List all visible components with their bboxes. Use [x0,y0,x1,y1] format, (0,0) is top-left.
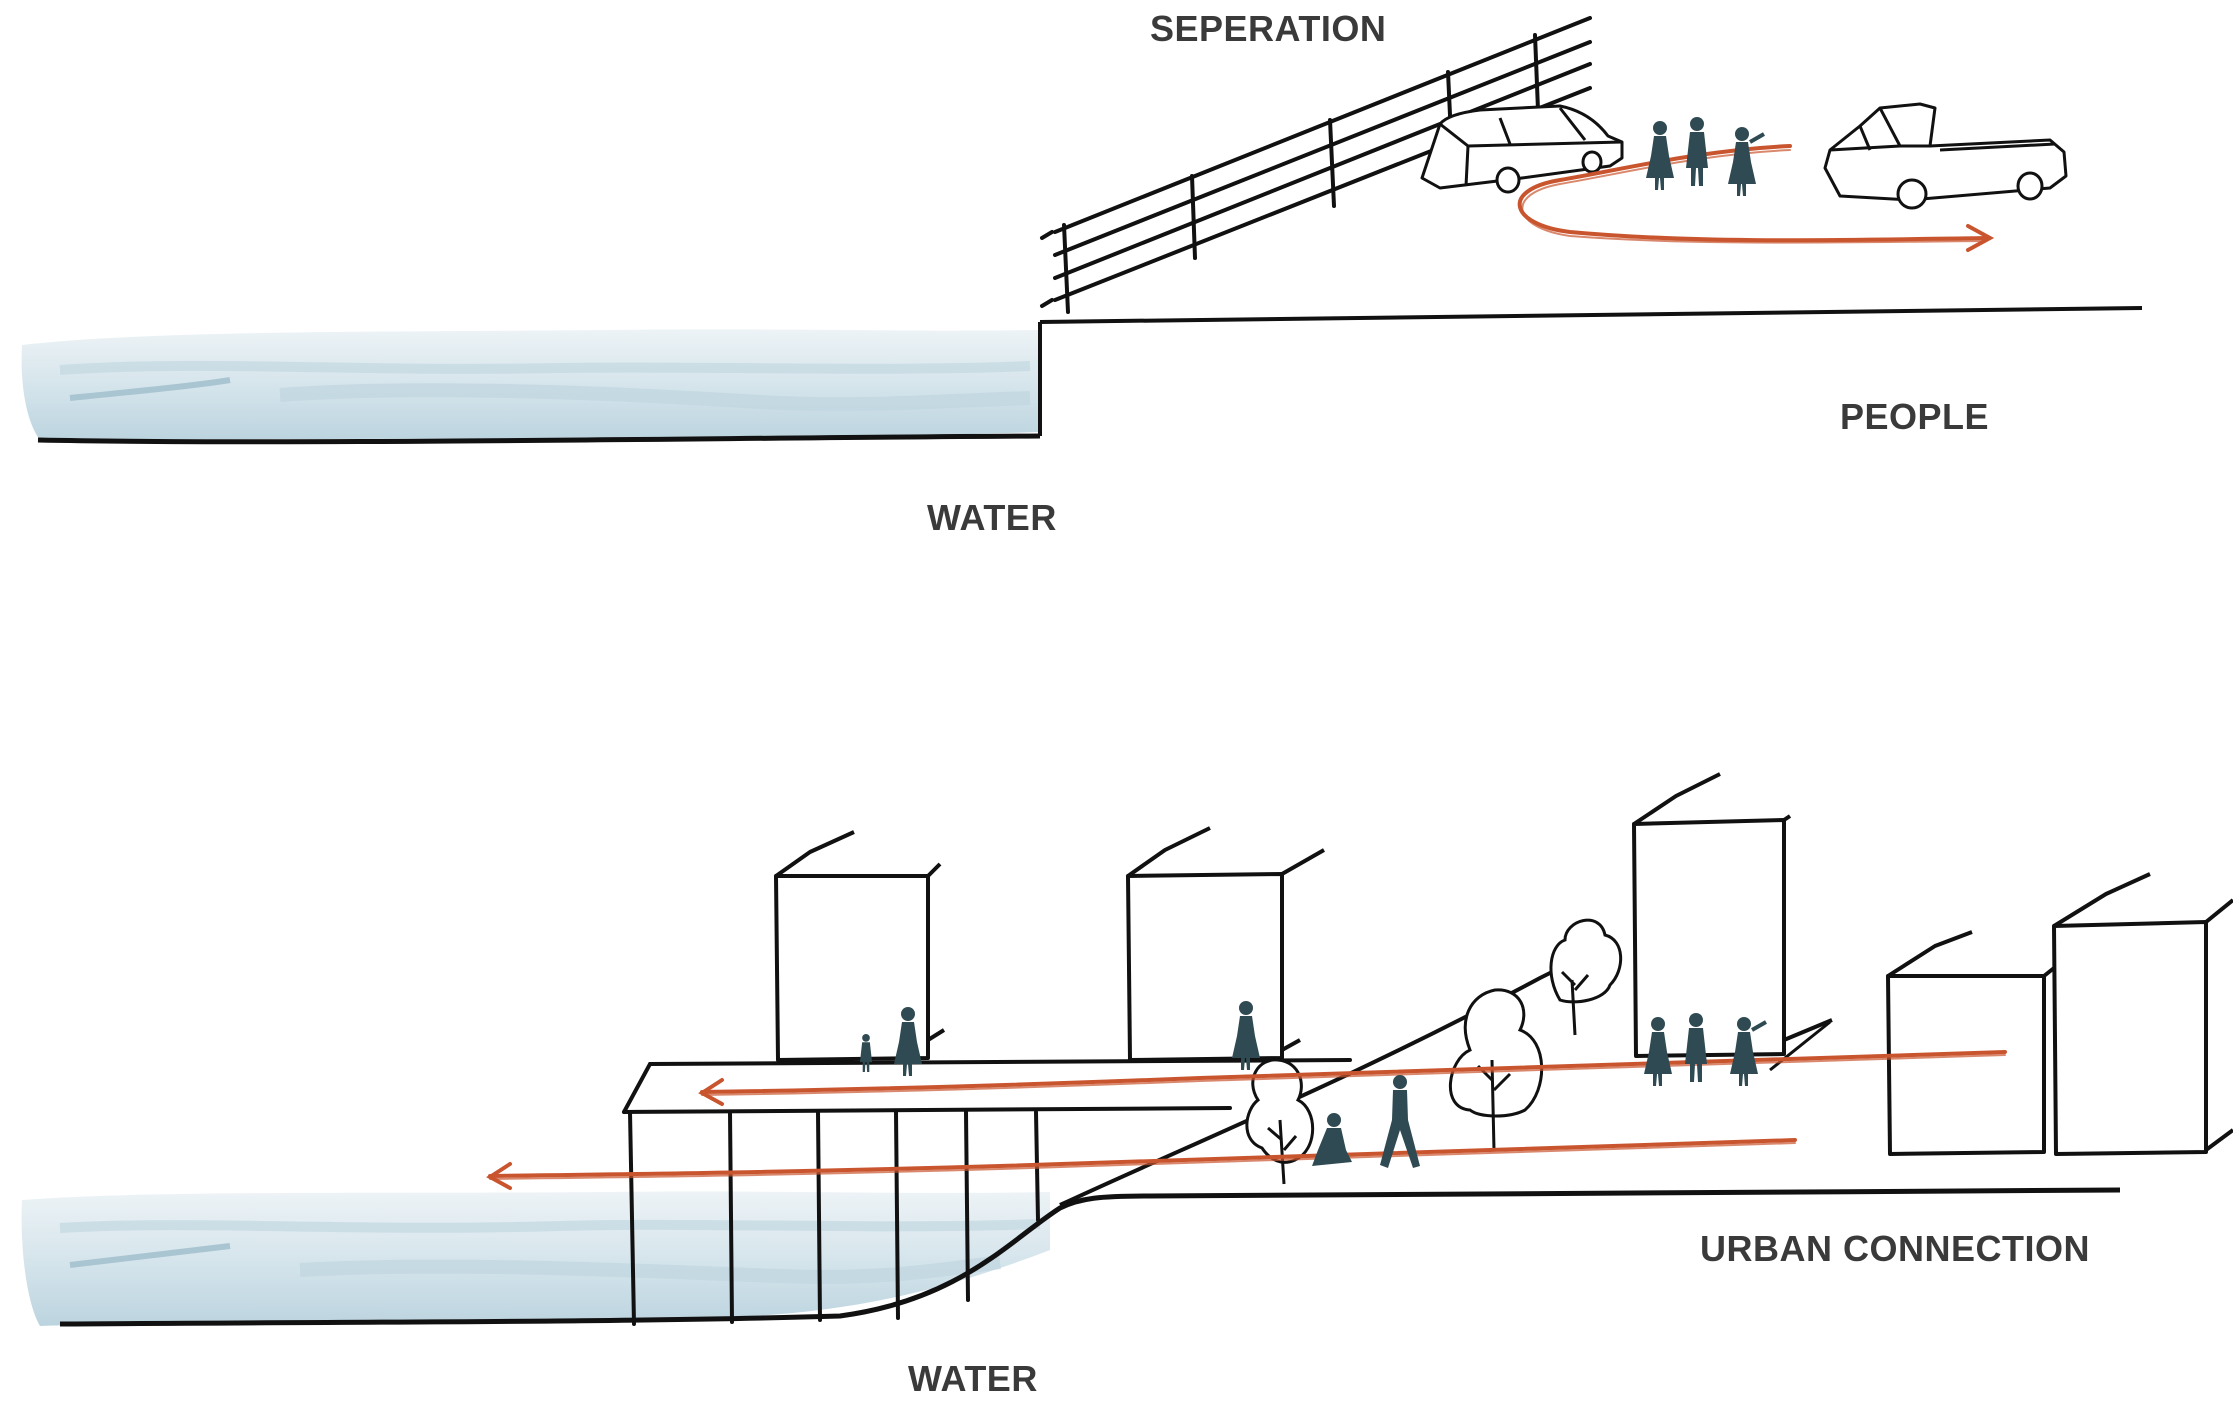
people-group-top [1646,117,1765,196]
person-icon [1312,1113,1352,1166]
person-icon [1380,1075,1420,1168]
people-group-bottom [859,1001,1767,1168]
label-separation: SEPERATION [1150,8,1387,49]
label-urban-connection: URBAN CONNECTION [1700,1228,2090,1269]
building-icon [1632,772,1833,1058]
building-icon [1126,826,1325,1062]
building-icon [2052,872,2233,1156]
tree-icon [1549,918,1623,1036]
bottom-section [21,772,2233,1327]
pier-structure [622,1058,1352,1326]
top-section [21,16,2143,445]
building-icon [1886,930,2056,1156]
label-water-bottom: WATER [908,1358,1038,1399]
car-icon [1420,104,1624,194]
label-water-top: WATER [927,497,1057,538]
building-icon [774,830,946,1062]
label-people: PEOPLE [1840,396,1990,437]
pickup-truck-icon [1823,102,2068,210]
